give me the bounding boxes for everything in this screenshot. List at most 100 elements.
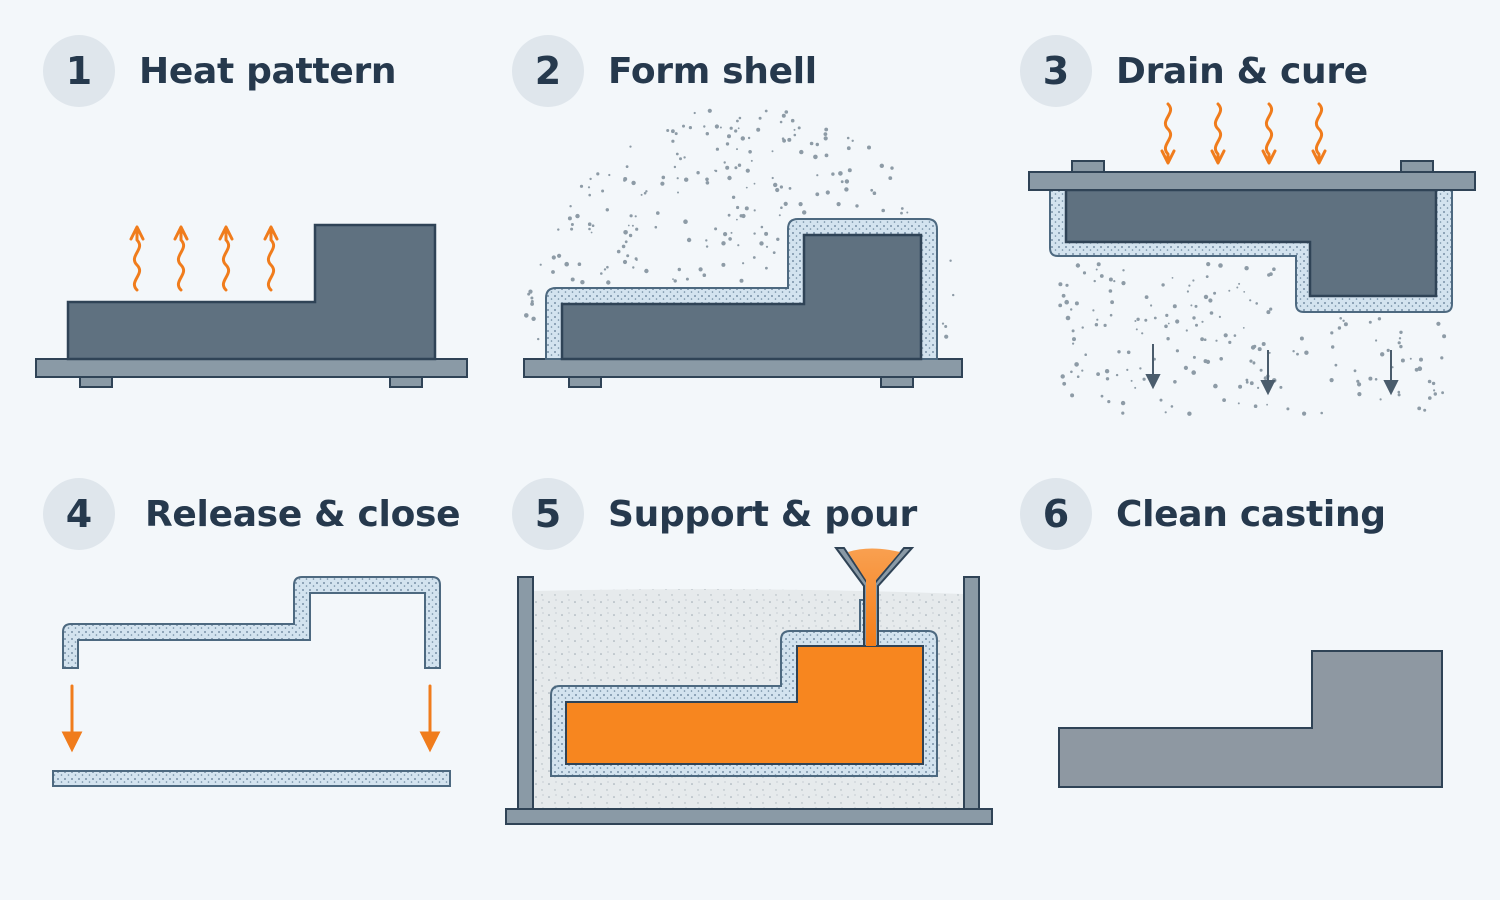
sand-particle xyxy=(1386,348,1390,352)
sand-particle xyxy=(596,172,600,176)
sand-particle xyxy=(1238,282,1241,285)
sand-particle xyxy=(844,187,849,192)
sand-particle xyxy=(890,166,894,170)
sand-particle xyxy=(797,126,801,130)
shell-mold-upper xyxy=(62,576,441,669)
sand-particle xyxy=(737,127,740,130)
sand-particle xyxy=(661,175,666,180)
step-1-badge: 1 xyxy=(43,35,115,107)
sand-particle xyxy=(626,254,630,258)
wavy-down-arrow-icon xyxy=(1160,102,1176,165)
sand-particle xyxy=(750,159,753,162)
sand-particle xyxy=(1268,351,1271,354)
plate-foot-right xyxy=(389,376,423,388)
sand-particle xyxy=(1200,337,1204,342)
sand-particle xyxy=(1330,331,1334,335)
sand-particle xyxy=(673,279,677,283)
sand-particle xyxy=(753,209,756,212)
sand-particle xyxy=(570,277,575,282)
sand-particle xyxy=(1093,279,1096,283)
sand-particle xyxy=(759,241,764,246)
step-3-title: Drain & cure xyxy=(1116,50,1368,92)
sand-particle xyxy=(727,175,732,181)
sand-particle xyxy=(1153,316,1157,320)
sand-particle xyxy=(906,211,909,214)
sand-particle xyxy=(851,139,854,142)
sand-particle xyxy=(872,191,877,195)
sand-particle xyxy=(1342,319,1345,322)
sand-particle xyxy=(676,177,679,180)
sand-particle xyxy=(580,280,585,285)
step-2-header: 2 Form shell xyxy=(512,35,817,107)
sand-particle xyxy=(1399,344,1403,349)
step-5-badge: 5 xyxy=(512,478,584,550)
sand-particle xyxy=(725,142,730,146)
sand-particle xyxy=(765,245,769,248)
sand-particle xyxy=(1442,334,1447,339)
sand-particle xyxy=(616,249,621,254)
sand-particle xyxy=(734,129,738,133)
sand-particle xyxy=(941,322,945,325)
sand-particle xyxy=(1058,303,1063,308)
sand-particle xyxy=(1299,336,1304,341)
sand-particle xyxy=(1375,339,1378,342)
sand-particle xyxy=(551,270,555,274)
sand-particle xyxy=(600,272,603,275)
sand-particle xyxy=(736,218,738,221)
wax-pattern xyxy=(560,233,923,361)
sand-particle xyxy=(640,193,643,196)
sand-particle xyxy=(1249,359,1253,363)
sand-particle xyxy=(1065,315,1071,321)
sand-particle xyxy=(1259,368,1263,372)
step-3-badge: 3 xyxy=(1020,35,1092,107)
sand-particle xyxy=(551,255,556,260)
sand-particle xyxy=(1082,271,1087,275)
sand-particle xyxy=(635,258,638,261)
step-1-illustration xyxy=(35,223,468,388)
sand-particle xyxy=(727,134,731,139)
sand-particle xyxy=(846,146,851,151)
sand-particle xyxy=(1130,379,1133,382)
sand-particle xyxy=(530,302,534,306)
wavy-down-arrow-icon xyxy=(1311,102,1327,165)
sand-particle xyxy=(1100,394,1104,398)
sand-particle xyxy=(591,224,595,227)
sand-particle xyxy=(1292,350,1295,353)
sand-particle xyxy=(1144,318,1148,322)
sand-particle xyxy=(1205,275,1209,278)
step-4-header: 4 Release & close xyxy=(43,478,461,550)
sand-particle xyxy=(1195,323,1198,327)
sand-particle xyxy=(1431,381,1436,386)
sand-particle xyxy=(714,227,718,231)
sand-particle xyxy=(705,132,709,136)
step-2-badge: 2 xyxy=(512,35,584,107)
step-2-illustration xyxy=(523,108,963,388)
sand-particle xyxy=(1261,342,1266,346)
step-6-title: Clean casting xyxy=(1116,493,1386,535)
sand-particle xyxy=(739,214,743,218)
sand-particle xyxy=(753,182,756,185)
sand-particle xyxy=(949,259,952,262)
sand-particle xyxy=(702,273,707,278)
sand-particle xyxy=(1417,366,1423,372)
sand-particle xyxy=(831,172,835,176)
plate-foot-right xyxy=(1400,160,1434,173)
sand-particle xyxy=(736,119,739,123)
sand-particle xyxy=(1061,293,1066,298)
sand-particle xyxy=(1223,333,1228,338)
sand-particle xyxy=(1103,323,1107,327)
wax-pattern xyxy=(1064,188,1438,298)
sand-particle xyxy=(1186,290,1189,293)
draining-sand-particles xyxy=(1058,262,1447,416)
sand-particle xyxy=(1414,367,1419,372)
sand-particle xyxy=(1095,268,1098,271)
sand-particle xyxy=(1120,400,1126,406)
sand-particle xyxy=(1192,316,1196,320)
finished-casting xyxy=(1058,650,1443,788)
sand-particle xyxy=(703,125,706,128)
sand-particle xyxy=(1440,356,1444,360)
sand-particle xyxy=(1397,341,1401,345)
sand-particle xyxy=(629,214,633,218)
sand-particle xyxy=(660,181,665,186)
step-1-header: 1 Heat pattern xyxy=(43,35,397,107)
